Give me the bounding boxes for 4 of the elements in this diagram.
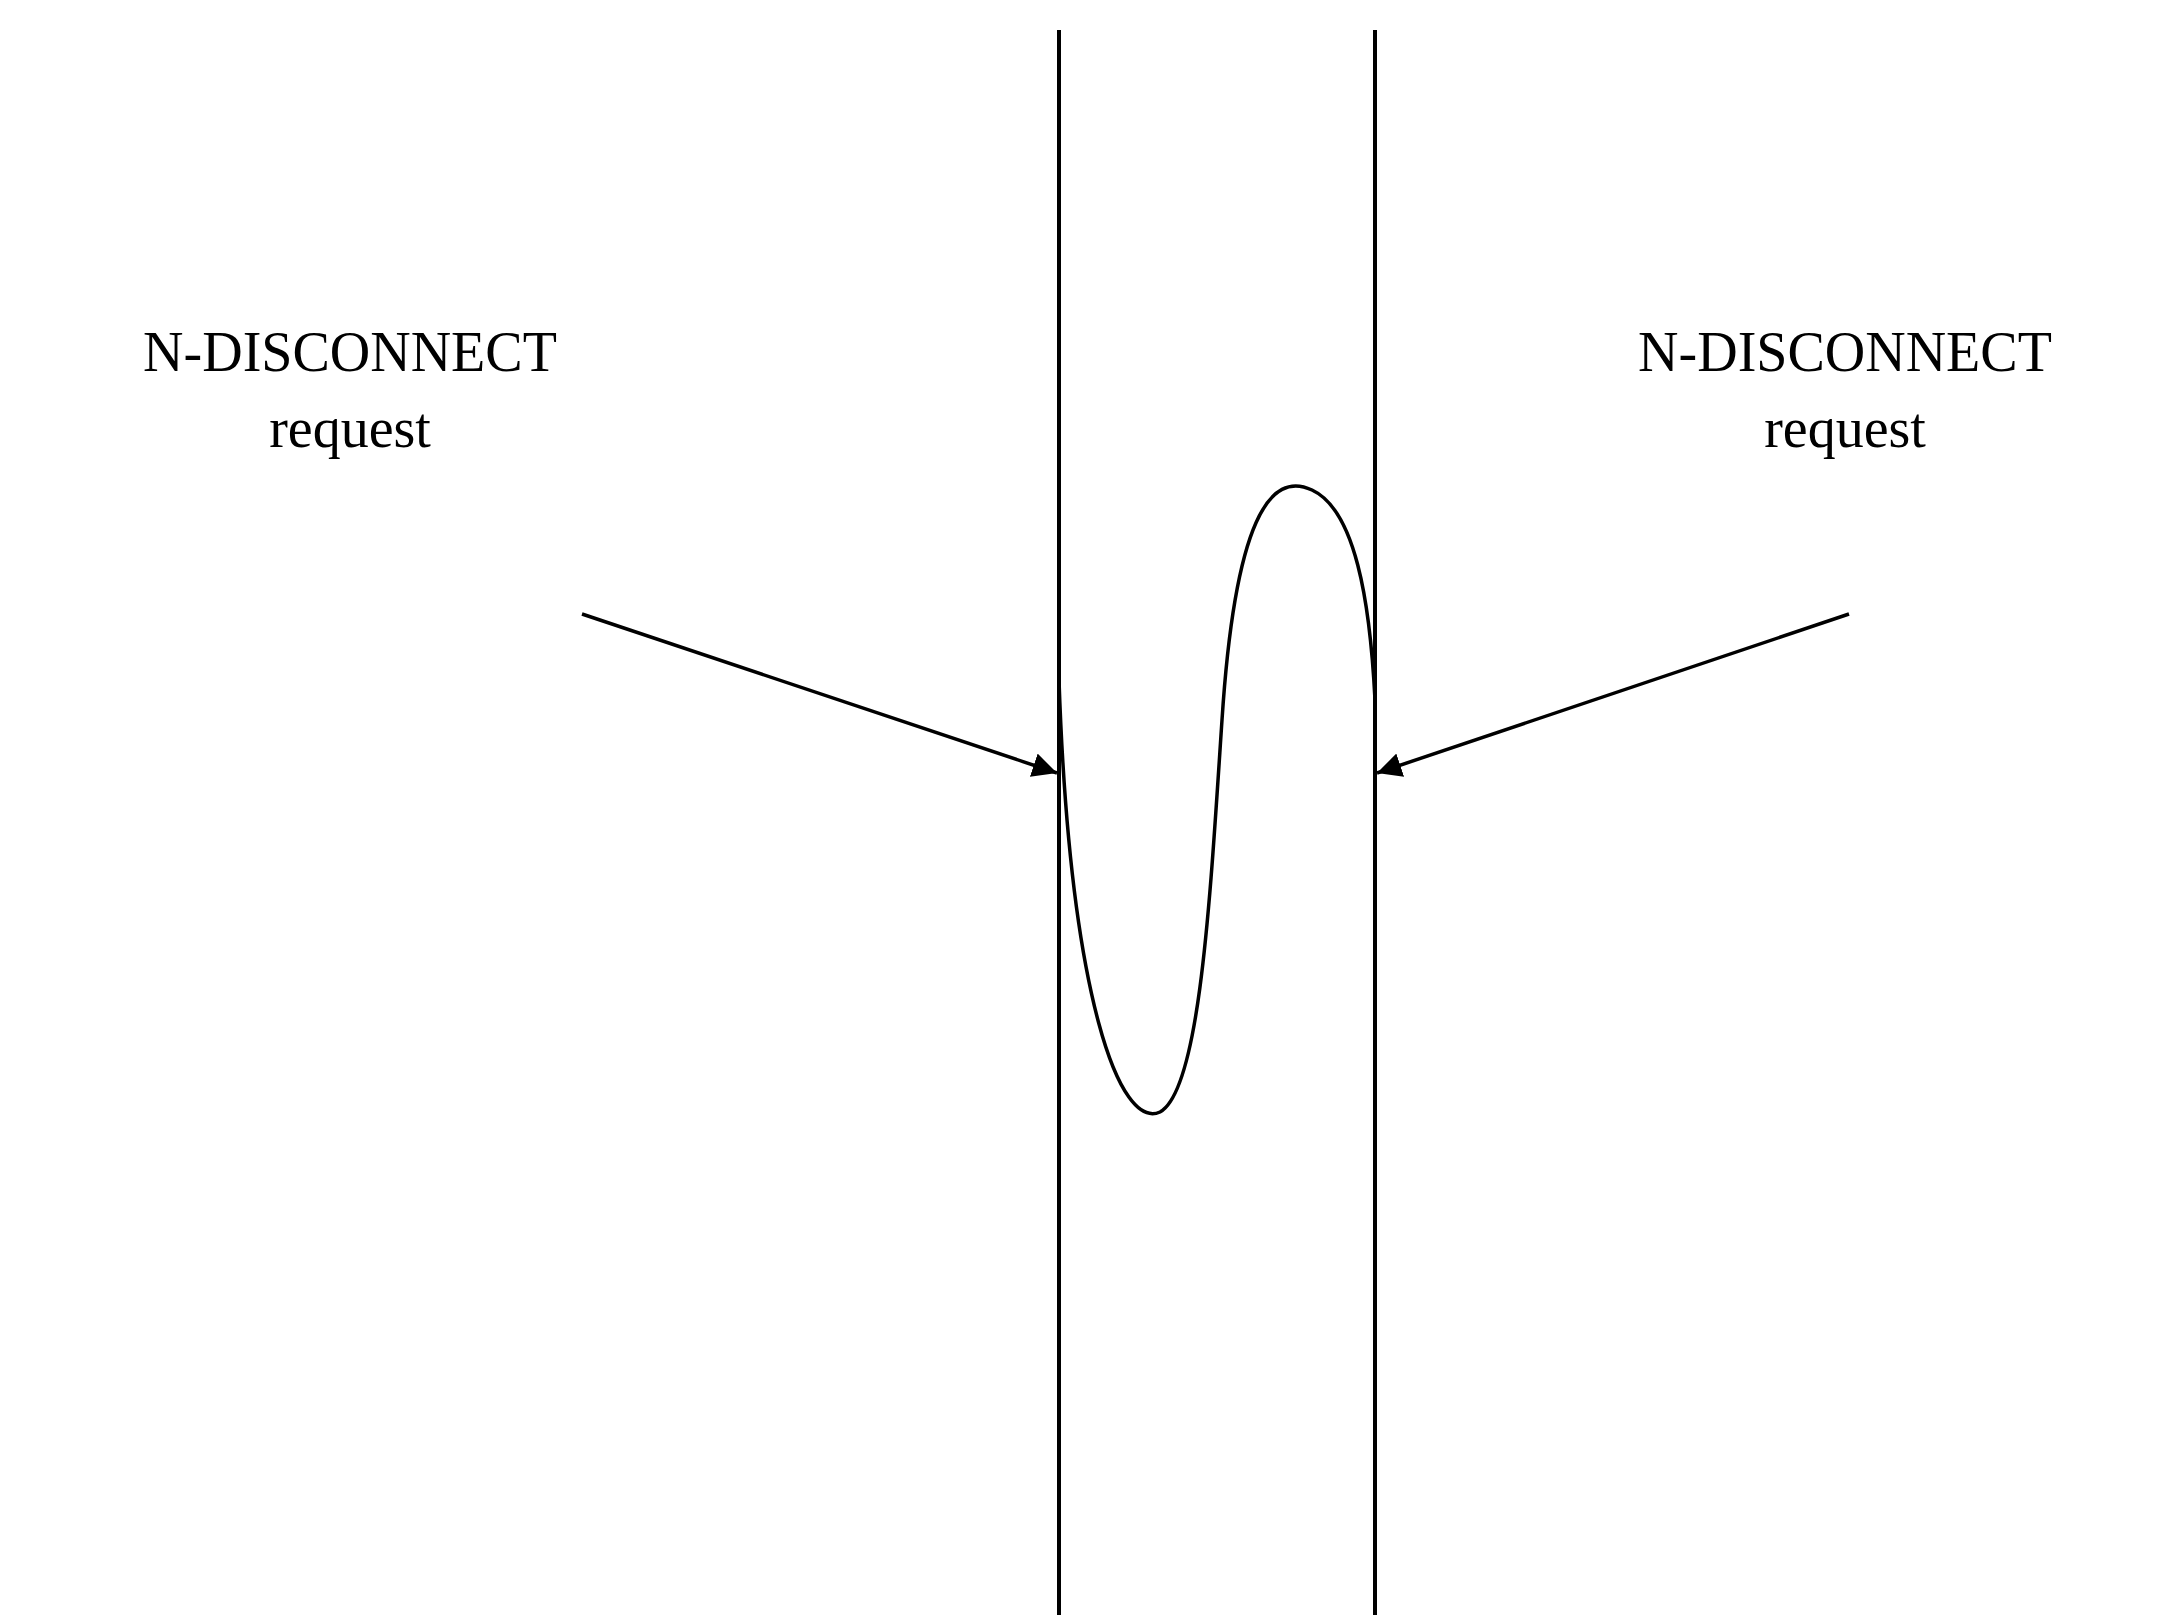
arrow (581, 612, 1058, 777)
primitive-label: N-DISCONNECT request (110, 315, 590, 615)
arrow (1376, 612, 1850, 777)
primitive-label: N-DISCONNECT request (1605, 315, 2085, 615)
